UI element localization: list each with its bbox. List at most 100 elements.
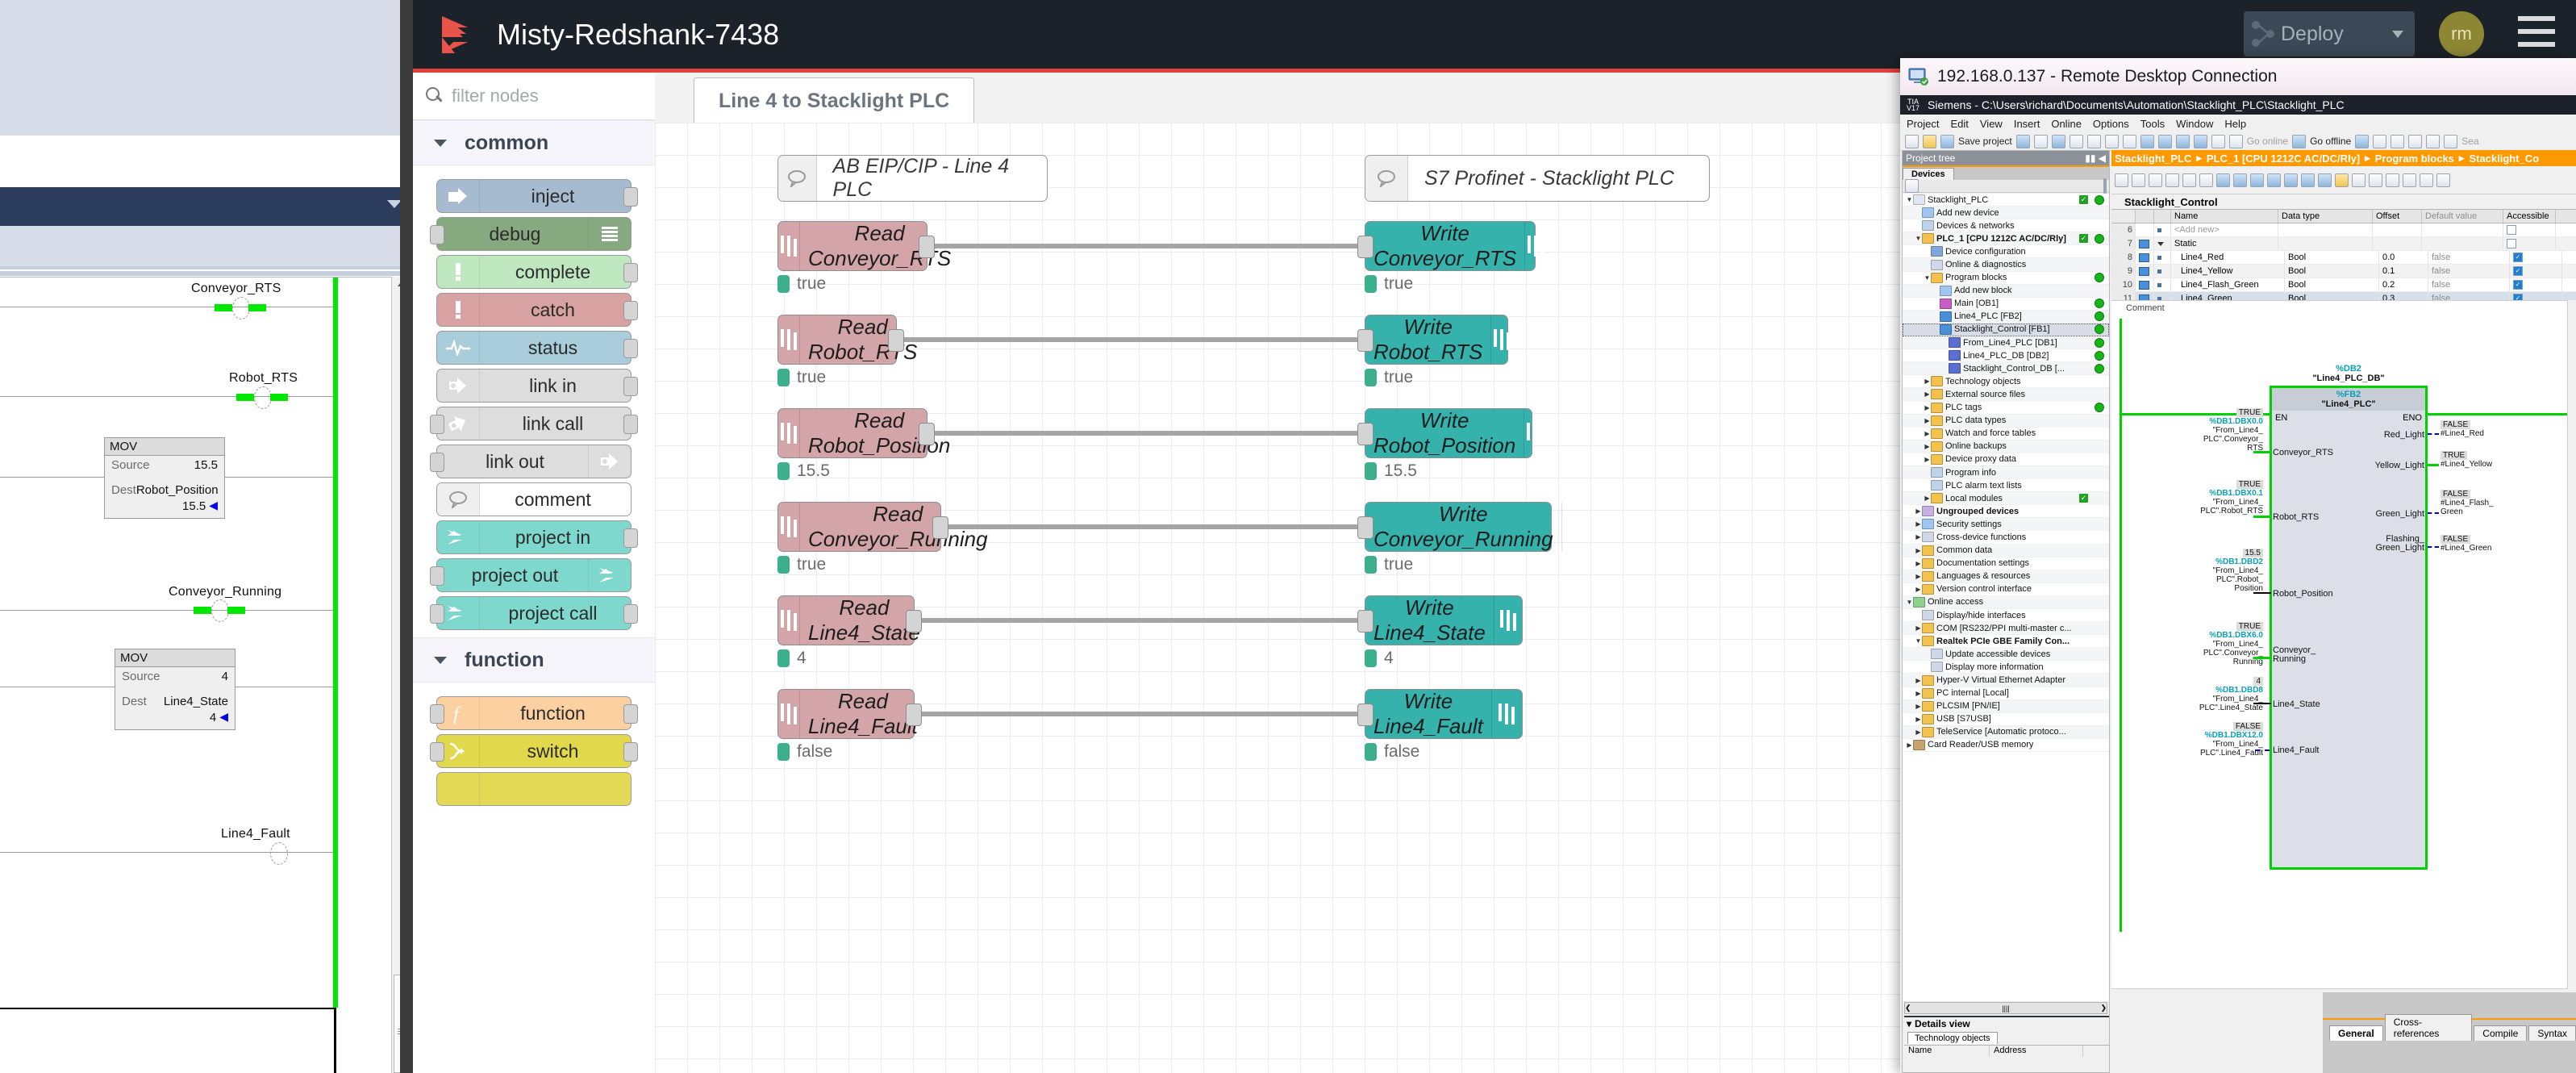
input-port[interactable] [1357, 423, 1373, 445]
breadcrumb-item-3[interactable]: Stacklight_Co [2469, 152, 2539, 165]
palette-node-link-out[interactable]: link out [436, 445, 631, 478]
open-project-icon[interactable] [1923, 135, 1936, 148]
force-icon[interactable] [2420, 173, 2433, 187]
go-offline-label[interactable]: Go offline [2310, 136, 2351, 147]
print-icon[interactable] [2016, 135, 2030, 148]
palette-node-function[interactable]: f function [436, 696, 631, 730]
detail-view-icon[interactable] [2105, 178, 2107, 194]
input-port[interactable] [1357, 329, 1373, 352]
save-project-label[interactable]: Save project [1958, 136, 2012, 147]
tree-item[interactable]: ▶Security settings [1903, 518, 2109, 531]
checkbox[interactable]: ✓ [2513, 253, 2523, 262]
palette-node-project-out[interactable]: project out [436, 558, 631, 592]
tree-item[interactable]: Stacklight_Control_DB [... [1903, 362, 2109, 375]
restore-snapshot-icon[interactable] [2403, 173, 2416, 187]
fb-input-tag-4[interactable]: 4 %DB1.DBD8 "From_Line4_ PLC".Line4_Stat… [2132, 677, 2263, 712]
tab-cross-references[interactable]: Cross-references [2385, 1014, 2473, 1041]
menu-view[interactable]: View [1980, 118, 2003, 130]
monitor-on-icon[interactable] [2352, 173, 2366, 187]
chevron-right-icon[interactable]: ▶ [1915, 716, 1922, 723]
chevron-right-icon[interactable]: ▶ [1915, 624, 1922, 632]
chevron-down-icon[interactable]: ▼ [1915, 235, 1922, 242]
chevron-right-icon[interactable]: ▶ [1915, 547, 1922, 554]
tree-item[interactable]: ▶COM [RS232/PPI multi-master c... [1903, 622, 2109, 635]
checkbox[interactable]: ✓ [2513, 266, 2523, 276]
palette-category-common[interactable]: common [413, 120, 655, 165]
flow-node-write-line4-state[interactable]: Write Line4_State [1365, 595, 1523, 645]
tab-technology-objects[interactable]: Technology objects [1907, 1032, 1998, 1044]
palette-node-link-call[interactable]: link call [436, 407, 631, 440]
insert-box-icon[interactable] [2284, 173, 2298, 187]
tree-item[interactable]: ▶Languages & resources [1903, 570, 2109, 583]
tree-item[interactable]: ▶PLC data types [1903, 415, 2109, 428]
chevron-right-icon[interactable]: ▶ [1915, 677, 1922, 684]
chevron-right-icon[interactable]: ▶ [1915, 703, 1922, 710]
flow-node-write-conveyor-rts[interactable]: Write Conveyor_RTS [1365, 221, 1536, 271]
input-port[interactable] [1357, 236, 1373, 258]
search-label[interactable]: Sea [2461, 136, 2478, 147]
details-view-header[interactable]: ▾ Details view [1904, 1017, 2109, 1030]
fb-output-tag-0[interactable]: FALSE #Line4_Red [2441, 420, 2484, 438]
tree-item[interactable]: Update accessible devices [1903, 648, 2109, 661]
output-port[interactable] [623, 528, 638, 548]
palette-node-comment[interactable]: comment [436, 482, 631, 516]
block-icon[interactable] [2373, 135, 2386, 148]
checkbox[interactable] [2507, 239, 2516, 248]
flow-node-read-robot-position[interactable]: Read Robot_Position [777, 408, 927, 458]
paste-icon[interactable] [2070, 135, 2083, 148]
table-row[interactable]: 9Line4_YellowBool0.1false✓ [2111, 265, 2576, 278]
down-icon[interactable] [2165, 173, 2179, 187]
snapshot-icon[interactable] [2386, 173, 2399, 187]
download-icon[interactable] [2158, 135, 2172, 148]
output-port[interactable] [906, 704, 922, 726]
rdp-title-bar[interactable]: 192.168.0.137 - Remote Desktop Connectio… [1900, 58, 2576, 96]
tab-line4-to-stacklight-plc[interactable]: Line 4 to Stacklight PLC [694, 77, 974, 125]
compile-icon[interactable] [2140, 135, 2154, 148]
tab-devices[interactable]: Devices [1903, 168, 1954, 180]
tree-item[interactable]: ▼Realtek PCIe GBE Family Con... [1903, 635, 2109, 648]
tree-item[interactable]: ▼Online access [1903, 596, 2109, 609]
mov-instruction-block[interactable]: MOV Source15.5 DestRobot_Position 15.5◀ [104, 437, 225, 519]
menu-tools[interactable]: Tools [2140, 118, 2165, 130]
chevron-right-icon[interactable]: ▶ [1915, 729, 1922, 736]
diagnostics-icon[interactable] [2355, 135, 2369, 148]
chevron-right-icon[interactable]: ▶ [1915, 560, 1922, 567]
table-row[interactable]: 8Line4_RedBool0.0false✓ [2111, 251, 2576, 265]
tree-item[interactable]: ▶Version control interface [1903, 583, 2109, 596]
split-h-icon[interactable] [2426, 135, 2440, 148]
chevron-right-icon[interactable]: ▶ [1915, 586, 1922, 593]
palette-node-switch[interactable]: switch [436, 734, 631, 768]
flow-node-read-conveyor-rts[interactable]: Read Conveyor_RTS [777, 221, 927, 271]
chevron-right-icon[interactable]: ▶ [1924, 430, 1931, 437]
input-port[interactable] [430, 566, 444, 586]
outline-icon[interactable] [2199, 173, 2213, 187]
palette-node-partial[interactable] [436, 772, 631, 806]
tab-general[interactable]: General [2329, 1025, 2383, 1041]
flow-node-write-robot-rts[interactable]: Write Robot_RTS [1365, 315, 1508, 365]
output-port[interactable] [623, 704, 638, 724]
flow-node-read-conveyor-running[interactable]: Read Conveyor_Running [777, 502, 941, 552]
project-tree-hscrollbar[interactable]: ❮ |||| ❯ [1904, 1002, 2107, 1014]
collapse-pane-icon[interactable]: ▮▮ ◀ [2085, 152, 2106, 164]
tree-item[interactable]: Main [OB1] [1903, 298, 2109, 311]
collapse-all-icon[interactable] [2216, 173, 2230, 187]
palette-node-inject[interactable]: inject [436, 179, 631, 213]
save-icon[interactable] [1940, 135, 1954, 148]
output-port[interactable] [623, 377, 638, 396]
tree-item[interactable]: ▶PC internal [Local] [1903, 687, 2109, 700]
menu-project[interactable]: Project [1907, 118, 1939, 130]
input-port[interactable] [1357, 516, 1373, 539]
flow-node-write-line4-fault[interactable]: Write Line4_Fault [1365, 689, 1523, 739]
output-port[interactable] [906, 610, 922, 633]
table-row[interactable]: 10Line4_Flash_GreenBool0.2false✓ [2111, 278, 2576, 292]
delete-network-icon[interactable] [2132, 173, 2145, 187]
output-port[interactable] [623, 415, 638, 434]
tree-item[interactable]: ▶PLC tags [1903, 402, 2109, 415]
tree-item[interactable]: Devices & networks [1903, 219, 2109, 232]
output-port[interactable] [623, 187, 638, 207]
tab-syntax[interactable]: Syntax [2528, 1025, 2576, 1041]
copy-icon[interactable] [2052, 135, 2065, 148]
chevron-right-icon[interactable]: ▶ [1924, 378, 1931, 385]
chevron-right-icon[interactable]: ▶ [1924, 456, 1931, 463]
start-rt-icon[interactable] [2211, 135, 2225, 148]
